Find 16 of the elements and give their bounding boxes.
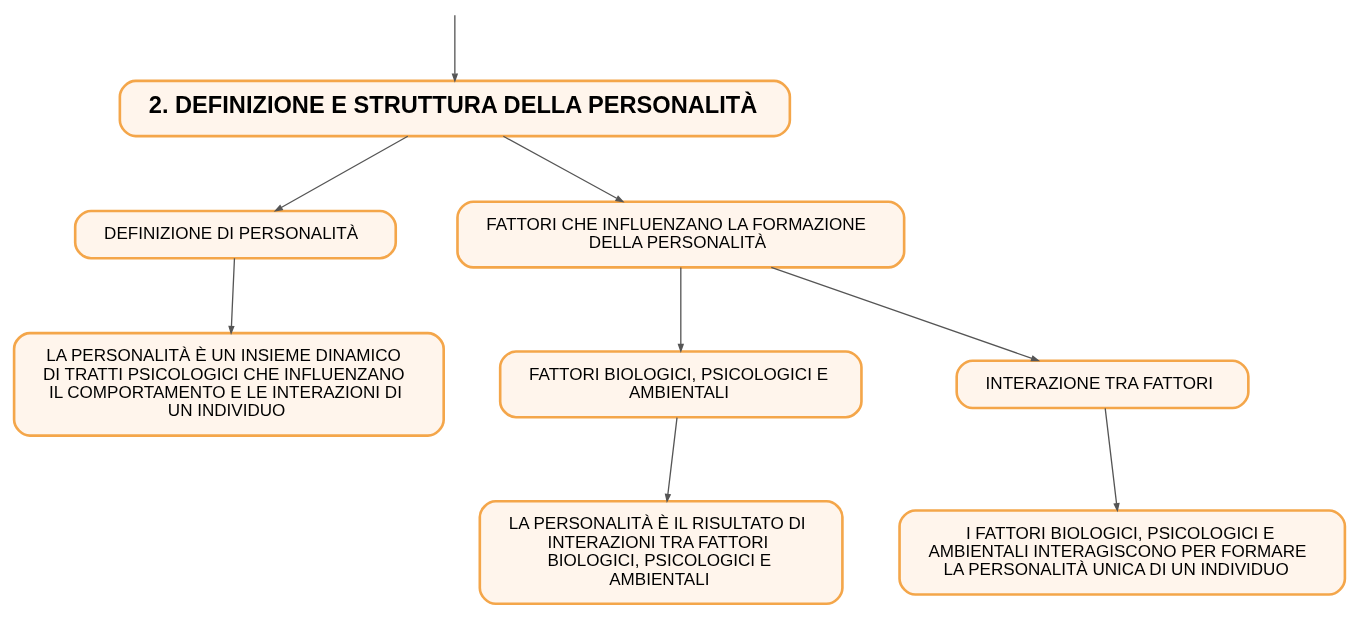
node-box: I FATTORI BIOLOGICI, PSICOLOGICI E AMBIENTALI INTERAGISCONO PER FORMARE LA PERSONALITÀ UNICA DI UN INDIVIDUO <box>898 509 1347 596</box>
arrow <box>770 266 1041 362</box>
node-box: FATTORI BIOLOGICI, PSICOLOGICI E AMBIENTALI <box>498 350 863 419</box>
node-box: INTERAZIONE TRA FATTORI <box>955 359 1250 410</box>
node-box: DEFINIZIONE DI PERSONALITÀ <box>73 209 398 260</box>
node-box: FATTORI CHE INFLUENZANO LA FORMAZIONE DELLA PERSONALITÀ <box>456 200 906 269</box>
arrow <box>677 266 685 353</box>
arrow <box>451 14 459 83</box>
node-box: LA PERSONALITÀ È UN INSIEME DINAMICO DI TRATTI PSICOLOGICI CHE INFLUENZANO IL COMPORTAMENTO E LE INTERAZIONI DI UN INDIVIDUO <box>12 331 445 437</box>
arrow <box>1104 407 1120 513</box>
arrow <box>228 257 236 335</box>
arrow <box>273 135 409 212</box>
node-box: LA PERSONALITÀ È IL RISULTATO DI INTERAZIONI TRA FATTORI BIOLOGICI, PSICOLOGICI E AMBIENTALI <box>478 499 844 606</box>
arrow <box>664 416 678 504</box>
arrow <box>502 135 625 203</box>
node-box: 2. DEFINIZIONE E STRUTTURA DELLA PERSONALITÀ <box>118 79 792 138</box>
